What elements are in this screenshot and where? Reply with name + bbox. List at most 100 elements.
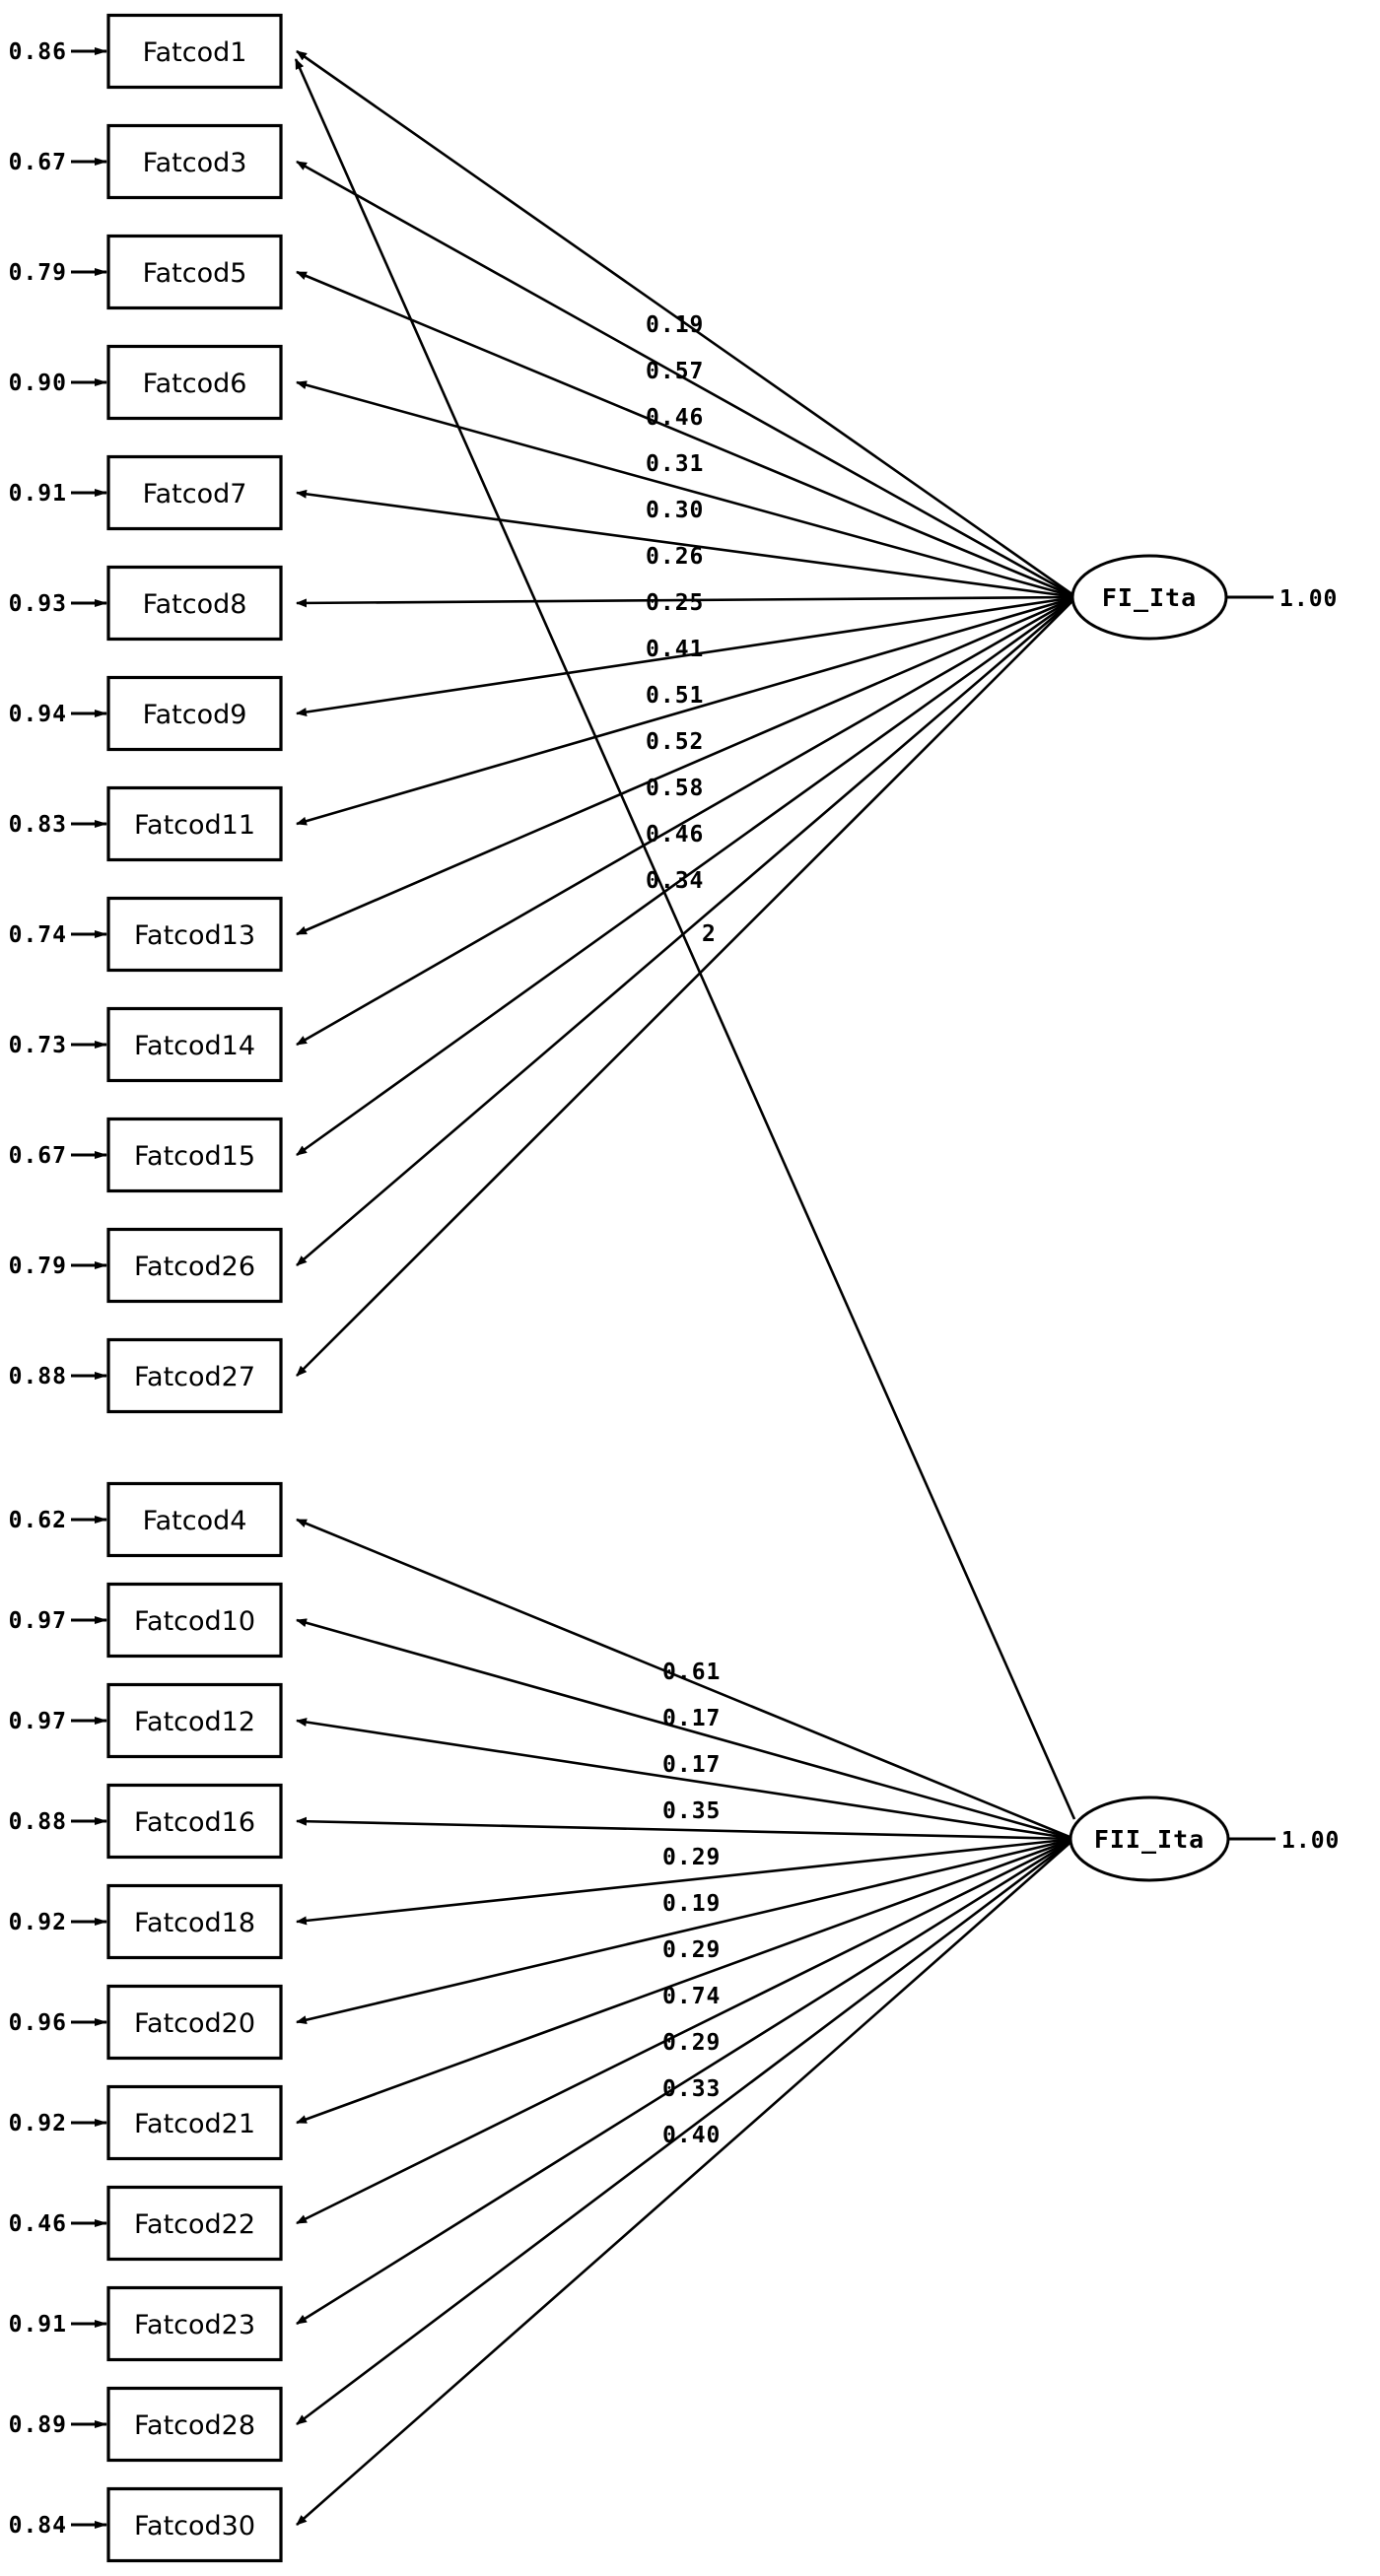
factor2-loading-edges [294, 58, 1076, 2526]
indicator-label: Fatcod13 [134, 920, 255, 951]
factor-variance-label-1: 1.00 [1279, 586, 1338, 612]
indicator-box[interactable] [106, 13, 283, 90]
indicator-label: Fatcod12 [134, 1707, 255, 1737]
factor-node-FI_Ita[interactable]: FI_Ita 1.00 [1070, 554, 1338, 641]
factor-node-FII_Ita[interactable]: FII_Ita 1.00 [1069, 1796, 1340, 1882]
loading-label: 0.46 [646, 822, 704, 847]
loading-label: 0.19 [662, 1891, 721, 1917]
loading-path [296, 595, 1077, 1157]
factor2-indicator-boxes: Fatcod4Fatcod10Fatcod12Fatcod16Fatcod18F… [106, 1481, 283, 2563]
factor-variance-label-2: 1.00 [1281, 1828, 1340, 1854]
indicator-box[interactable] [106, 2084, 283, 2161]
stray-superscript-label: 2 [702, 921, 717, 947]
factor1-loading-labels: 0.190.570.460.310.300.260.250.410.510.52… [646, 312, 704, 894]
loading-label: 0.34 [646, 868, 704, 894]
loading-path [296, 1618, 1075, 1841]
loading-path [296, 595, 1077, 936]
loading-path [296, 1518, 1075, 1841]
loading-label: 0.40 [662, 2123, 721, 2148]
error-variance-label: 0.67 [9, 150, 67, 175]
loading-path [296, 1837, 1075, 1926]
indicator-label: Fatcod5 [143, 258, 247, 289]
loading-label: 0.35 [662, 1798, 721, 1824]
factor1-loading-edges [296, 49, 1077, 1377]
indicator-box[interactable] [106, 1984, 283, 2061]
indicator-box[interactable] [106, 234, 283, 310]
indicator-box[interactable] [106, 565, 283, 642]
indicator-box[interactable] [106, 1227, 283, 1304]
indicator-label: Fatcod10 [134, 1606, 255, 1637]
error-variance-label: 0.91 [9, 2312, 67, 2338]
error-variance-label: 0.62 [9, 1508, 67, 1533]
indicator-box[interactable] [106, 1337, 283, 1414]
loading-path [296, 595, 1077, 608]
loading-label: 0.57 [646, 359, 704, 384]
loading-path [296, 1837, 1075, 2025]
loading-label: 0.30 [646, 498, 704, 523]
cross-loading-path [294, 58, 1076, 1820]
factor-label-1: FI_Ita [1102, 583, 1197, 612]
factor2-loading-labels: 0.610.170.170.350.290.190.290.740.290.33… [662, 1660, 721, 2148]
loading-path [296, 49, 1077, 599]
indicator-box[interactable] [106, 454, 283, 531]
indicator-box[interactable] [106, 2486, 283, 2563]
loading-label: 0.25 [646, 590, 704, 616]
loading-label: 0.61 [662, 1660, 721, 1685]
indicator-label: Fatcod6 [143, 369, 247, 399]
indicator-label: Fatcod27 [134, 1362, 255, 1392]
indicator-box[interactable] [106, 123, 283, 200]
loading-path [296, 1837, 1075, 2426]
indicator-label: Fatcod8 [143, 589, 247, 620]
error-variance-label: 0.97 [9, 1608, 67, 1634]
indicator-box[interactable] [106, 675, 283, 752]
indicator-label: Fatcod22 [134, 2209, 255, 2240]
indicator-box[interactable] [106, 1006, 283, 1083]
error-variance-label: 0.92 [9, 1910, 67, 1935]
error-variance-label: 0.89 [9, 2412, 67, 2438]
loading-label: 0.74 [662, 1984, 721, 2009]
indicator-label: Fatcod11 [134, 810, 255, 841]
loading-path [296, 1816, 1075, 1841]
loading-path [296, 160, 1077, 599]
error-variance-label: 0.79 [9, 1254, 67, 1279]
indicator-box[interactable] [106, 1783, 283, 1860]
loading-path [296, 595, 1077, 826]
indicator-box[interactable] [106, 2285, 283, 2362]
loading-path [296, 270, 1077, 599]
error-variance-label: 0.83 [9, 812, 67, 838]
indicator-label: Fatcod7 [143, 479, 247, 509]
error-variance-label: 0.92 [9, 2111, 67, 2136]
indicator-box[interactable] [106, 1883, 283, 1960]
indicator-label: Fatcod21 [134, 2109, 255, 2139]
loading-label: 0.26 [646, 544, 704, 570]
error-variance-label: 0.90 [9, 371, 67, 396]
factor-label-2: FII_Ita [1094, 1825, 1205, 1854]
indicator-box[interactable] [106, 1682, 283, 1759]
loading-path [296, 596, 1077, 1266]
indicator-label: Fatcod1 [143, 37, 247, 68]
indicator-box[interactable] [106, 2185, 283, 2262]
loading-label: 0.19 [646, 312, 704, 338]
loading-path [296, 1837, 1075, 2326]
factor1-error-arrows: 0.860.670.790.900.910.930.940.830.740.73… [9, 39, 107, 1390]
loading-label: 0.29 [662, 1937, 721, 1963]
error-variance-label: 0.74 [9, 922, 67, 948]
indicator-label: Fatcod30 [134, 2511, 255, 2542]
loading-label: 0.29 [662, 2030, 721, 2056]
indicator-box[interactable] [106, 1582, 283, 1659]
indicator-box[interactable] [106, 344, 283, 421]
loading-path [296, 489, 1077, 599]
indicator-box[interactable] [106, 1481, 283, 1558]
indicator-box[interactable] [106, 2386, 283, 2463]
loading-path [296, 595, 1077, 1047]
indicator-box[interactable] [106, 896, 283, 973]
indicator-box[interactable] [106, 1117, 283, 1193]
loading-path [296, 1838, 1075, 2526]
loading-label: 0.33 [662, 2076, 721, 2102]
error-variance-label: 0.84 [9, 2513, 67, 2539]
loading-label: 0.17 [662, 1706, 721, 1731]
indicator-box[interactable] [106, 785, 283, 862]
error-variance-label: 0.91 [9, 481, 67, 507]
